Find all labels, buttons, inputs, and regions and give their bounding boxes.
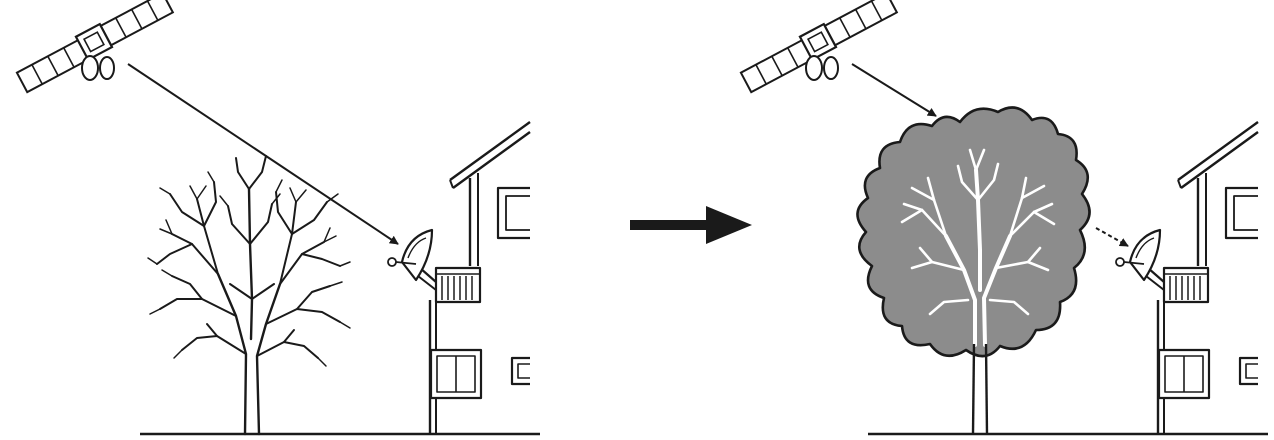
foliage-tree — [856, 106, 1091, 435]
signal-line-to-tree — [851, 63, 937, 117]
signal-line — [127, 63, 399, 245]
bare-tree — [146, 154, 352, 436]
signal-line-blocked — [1095, 227, 1129, 247]
arrow-right-icon — [630, 206, 752, 244]
scene-before — [13, 0, 540, 436]
tree-foliage — [856, 106, 1091, 358]
house — [386, 120, 532, 436]
scene-after — [737, 0, 1268, 436]
house — [1114, 120, 1260, 436]
